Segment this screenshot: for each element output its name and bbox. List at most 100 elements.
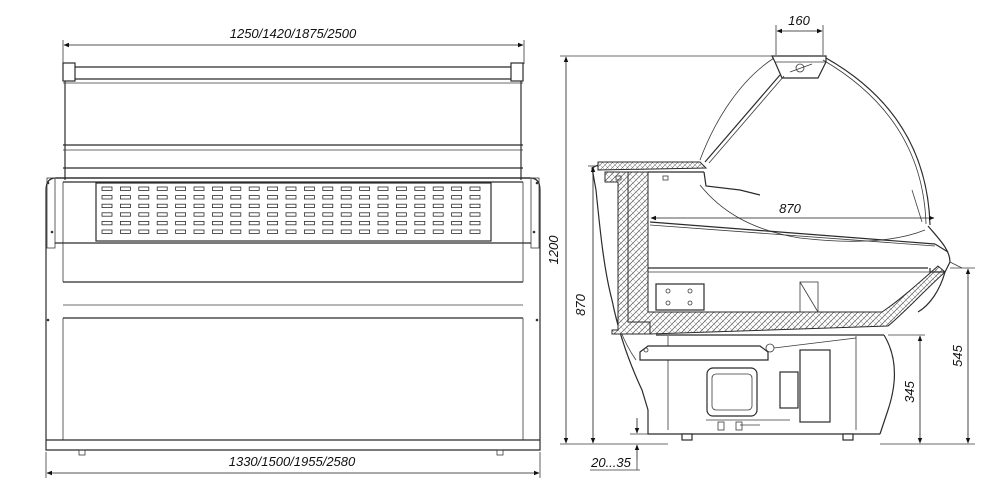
side-view: 160 [546, 13, 975, 471]
grille-slot [138, 212, 150, 217]
depth-label: 870 [779, 201, 801, 216]
grille-slot [322, 186, 334, 191]
grille-slot [340, 212, 352, 217]
lamp-housing [771, 55, 827, 79]
grille-slot [377, 203, 389, 208]
grille-slot [230, 203, 242, 208]
grille-slot [303, 229, 315, 234]
grille-slot [451, 195, 463, 200]
front-height-label: 545 [950, 344, 965, 366]
grille-slot [469, 220, 481, 226]
grille-slot [340, 195, 352, 200]
grille-slot [193, 212, 205, 217]
top-counter [597, 161, 708, 171]
grille-slot [193, 220, 205, 226]
grille-slot [469, 186, 481, 191]
grille-slot [359, 186, 371, 191]
grille-slot [432, 229, 444, 234]
grille-slot [120, 186, 131, 191]
grille-slot [175, 203, 187, 208]
grille-slot [230, 229, 242, 234]
grille-slot [414, 212, 426, 217]
ventilation-grille [95, 182, 492, 242]
grille-slot [285, 212, 297, 217]
grille-slot [211, 220, 223, 226]
grille-slot [340, 229, 352, 234]
grille-slot [303, 186, 315, 191]
grille-slot [377, 212, 389, 217]
grille-slot [359, 195, 371, 200]
grille-slot [156, 195, 168, 200]
grille-slot [101, 186, 113, 191]
grille-slot [120, 220, 131, 226]
grille-slot [248, 186, 260, 191]
grille-slot [267, 212, 279, 217]
grille-slot [267, 220, 279, 226]
grille-slot [211, 203, 223, 208]
grille-slot [230, 212, 242, 217]
grille-slot [120, 229, 131, 234]
grille-slot [377, 229, 389, 234]
grille-slot [138, 229, 150, 234]
grille-slot [156, 220, 168, 226]
grille-slot [175, 220, 187, 226]
grille-slot [101, 212, 113, 217]
grille-slot [414, 203, 426, 208]
grille-slot [211, 229, 223, 234]
grille-slot [432, 220, 444, 226]
grille-slot [248, 195, 260, 200]
total-height-label: 1200 [546, 235, 561, 265]
bottom-width-dimension: 1330/1500/1955/2580 [45, 452, 541, 478]
grille-slot [432, 203, 444, 208]
base-height-dimension: 345 [880, 334, 975, 445]
top-width-dimension: 1250/1420/1875/2500 [62, 26, 525, 64]
grille-slot [359, 229, 371, 234]
grille-slot [432, 212, 444, 217]
grille-slot [248, 212, 260, 217]
front-glass-canopy [62, 62, 524, 180]
grille-slot [267, 195, 279, 200]
grille-slot [395, 195, 407, 200]
grille-slot [414, 220, 426, 226]
grille-slot [395, 229, 407, 234]
grille-slot [156, 203, 168, 208]
grille-slot [138, 195, 150, 200]
front-view: 1250/1420/1875/2500 [45, 26, 541, 478]
grille-slot [285, 186, 297, 191]
grille-slot [340, 220, 352, 226]
grille-slot [303, 212, 315, 217]
leg-adjust-label: 20...35 [590, 455, 632, 470]
top-width-label: 1250/1420/1875/2500 [230, 26, 357, 41]
grille-slot [193, 229, 205, 234]
base-height-label: 345 [902, 380, 917, 402]
grille-slot [414, 195, 426, 200]
grille-slot [248, 220, 260, 226]
grille-slot [451, 229, 463, 234]
grille-slot [469, 195, 481, 200]
grille-slot [248, 203, 260, 208]
grille-slot [211, 195, 223, 200]
grille-slot [230, 220, 242, 226]
grille-slot [303, 195, 315, 200]
grille-slot [285, 220, 297, 226]
lamp-width-dimension: 160 [775, 13, 824, 55]
grille-slot [138, 186, 150, 191]
grille-slot [322, 212, 334, 217]
leg-adjust-dimension: 20...35 [590, 418, 648, 471]
grille-slot [193, 186, 205, 191]
grille-slot [156, 229, 168, 234]
grille-slot [322, 195, 334, 200]
grille-slot [322, 220, 334, 226]
counter-height-dimension: 870 [573, 165, 598, 444]
grille-slot [322, 203, 334, 208]
grille-slot [101, 229, 113, 234]
grille-slot [377, 220, 389, 226]
grille-slot [248, 229, 260, 234]
front-height-dimension: 545 [950, 267, 975, 444]
grille-slot [414, 186, 426, 191]
grille-slot [120, 195, 131, 200]
grille-slot [451, 186, 463, 191]
grille-slot [340, 203, 352, 208]
total-height-dimension: 1200 [546, 55, 772, 445]
